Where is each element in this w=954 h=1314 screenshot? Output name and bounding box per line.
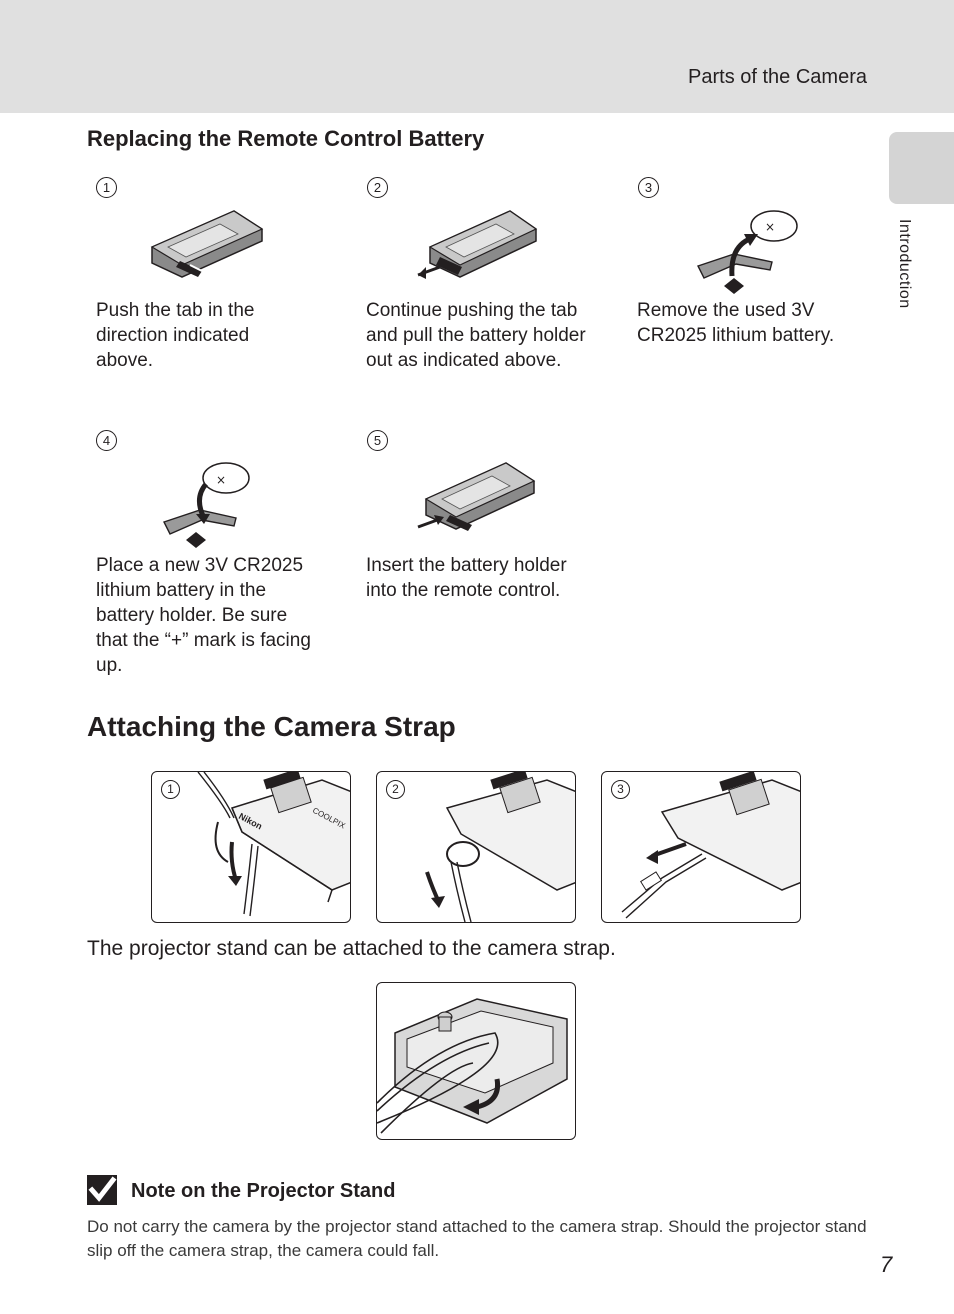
section-tab-label: Introduction [896, 219, 913, 309]
remove-battery-illustration: × [697, 210, 798, 294]
header-title: Parts of the Camera [688, 66, 867, 88]
page-header [0, 0, 954, 113]
svg-text:×: × [216, 473, 226, 487]
step-number-1: 1 [96, 177, 117, 198]
remote-push-tab-illustration [150, 210, 264, 278]
projector-stand-illustration [377, 998, 568, 1134]
note-title: Note on the Projector Stand [131, 1180, 396, 1202]
strap-step-3-illustration [621, 772, 800, 919]
strap-step-number-1: 1 [161, 780, 180, 799]
step-text-5: Insert the battery holder into the remot… [366, 555, 567, 601]
remote-pull-holder-illustration [417, 210, 538, 279]
strap-section-title: Attaching the Camera Strap [87, 711, 456, 742]
remote-section-title: Replacing the Remote Control Battery [87, 126, 485, 151]
reinsert-holder-illustration [417, 462, 536, 531]
strap-step-number-3: 3 [611, 780, 630, 799]
note-body: Do not carry the camera by the projector… [87, 1217, 867, 1260]
strap-step-number-2: 2 [386, 780, 405, 799]
strap-step-3-figure: 3 [601, 771, 801, 923]
step-text-4: Place a new 3V CR2025 lithium battery in… [96, 555, 311, 676]
strap-step-1-figure: Nikon COOLPIX 1 [151, 771, 351, 923]
step-number-5: 5 [367, 430, 388, 451]
strap-step-2-figure: 2 [376, 771, 576, 923]
step-text-3: Remove the used 3V CR2025 lithium batter… [637, 300, 835, 346]
projector-stand-figure [376, 982, 576, 1140]
strap-step-2-illustration [425, 772, 575, 922]
strap-step-1-illustration: Nikon COOLPIX [197, 772, 350, 917]
projector-stand-text: The projector stand can be attached to t… [87, 937, 616, 960]
page-number: 7 [880, 1252, 893, 1277]
step-number-4: 4 [96, 430, 117, 451]
section-tab [889, 132, 954, 204]
step-number-2: 2 [367, 177, 388, 198]
note-check-icon [87, 1175, 117, 1205]
step-text-2: Continue pushing the tab and pull the ba… [366, 300, 586, 371]
step-number-3: 3 [638, 177, 659, 198]
insert-battery-illustration: × [163, 462, 250, 548]
svg-text:×: × [765, 220, 775, 234]
step-text-1: Push the tab in the direction indicated … [96, 300, 255, 371]
